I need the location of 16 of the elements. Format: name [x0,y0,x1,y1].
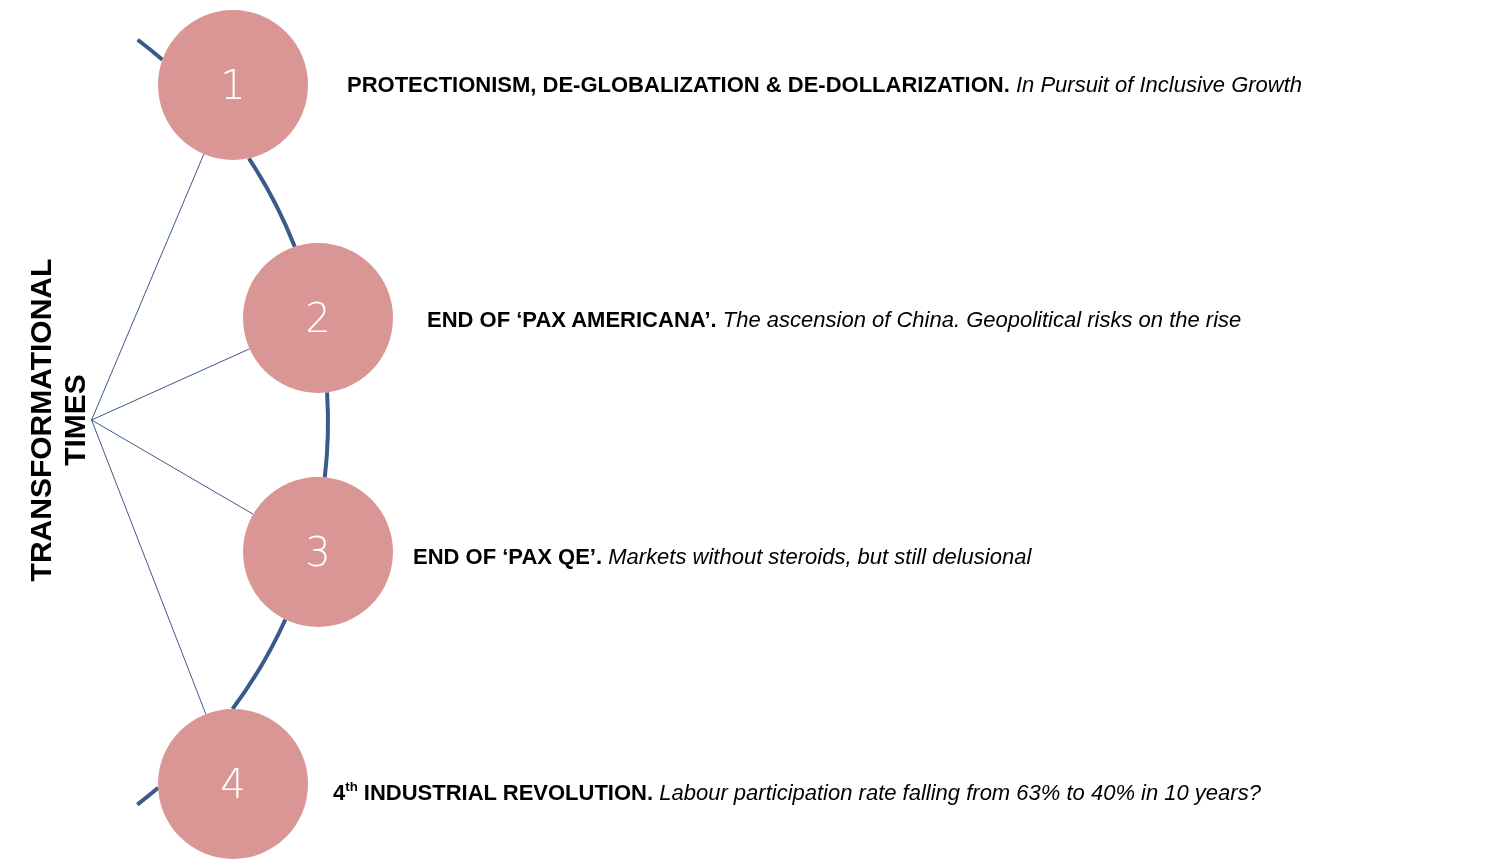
item-description: END OF ‘PAX QE’. Markets without steroids, but still delusional [413,543,1032,571]
vertical-title: TRANSFORMATIONAL TIMES [24,250,92,590]
connector-line [91,419,207,715]
item-description: 4$^{th}$ INDUSTRIAL REVOLUTION. Labour participation rate falling from 63% to 40% in 10 years? [333,779,1261,807]
number-circle: 1 [158,10,308,160]
number-circle: 4 [158,709,308,859]
connector-line [91,348,251,421]
item-description: PROTECTIONISM, DE-GLOBALIZATION & DE-DOLLARIZATION. In Pursuit of Inclusive Growth [347,71,1303,99]
connector-line [91,153,205,421]
item-description: END OF ‘PAX AMERICANA’. The ascension of China. Geopolitical risks on the rise [427,306,1242,334]
arc-connector [230,618,288,711]
arc-connector [322,392,330,478]
number-circle: 2 [243,243,393,393]
connector-line [91,419,254,515]
arc-connector [247,157,297,248]
number-circle: 3 [243,477,393,627]
